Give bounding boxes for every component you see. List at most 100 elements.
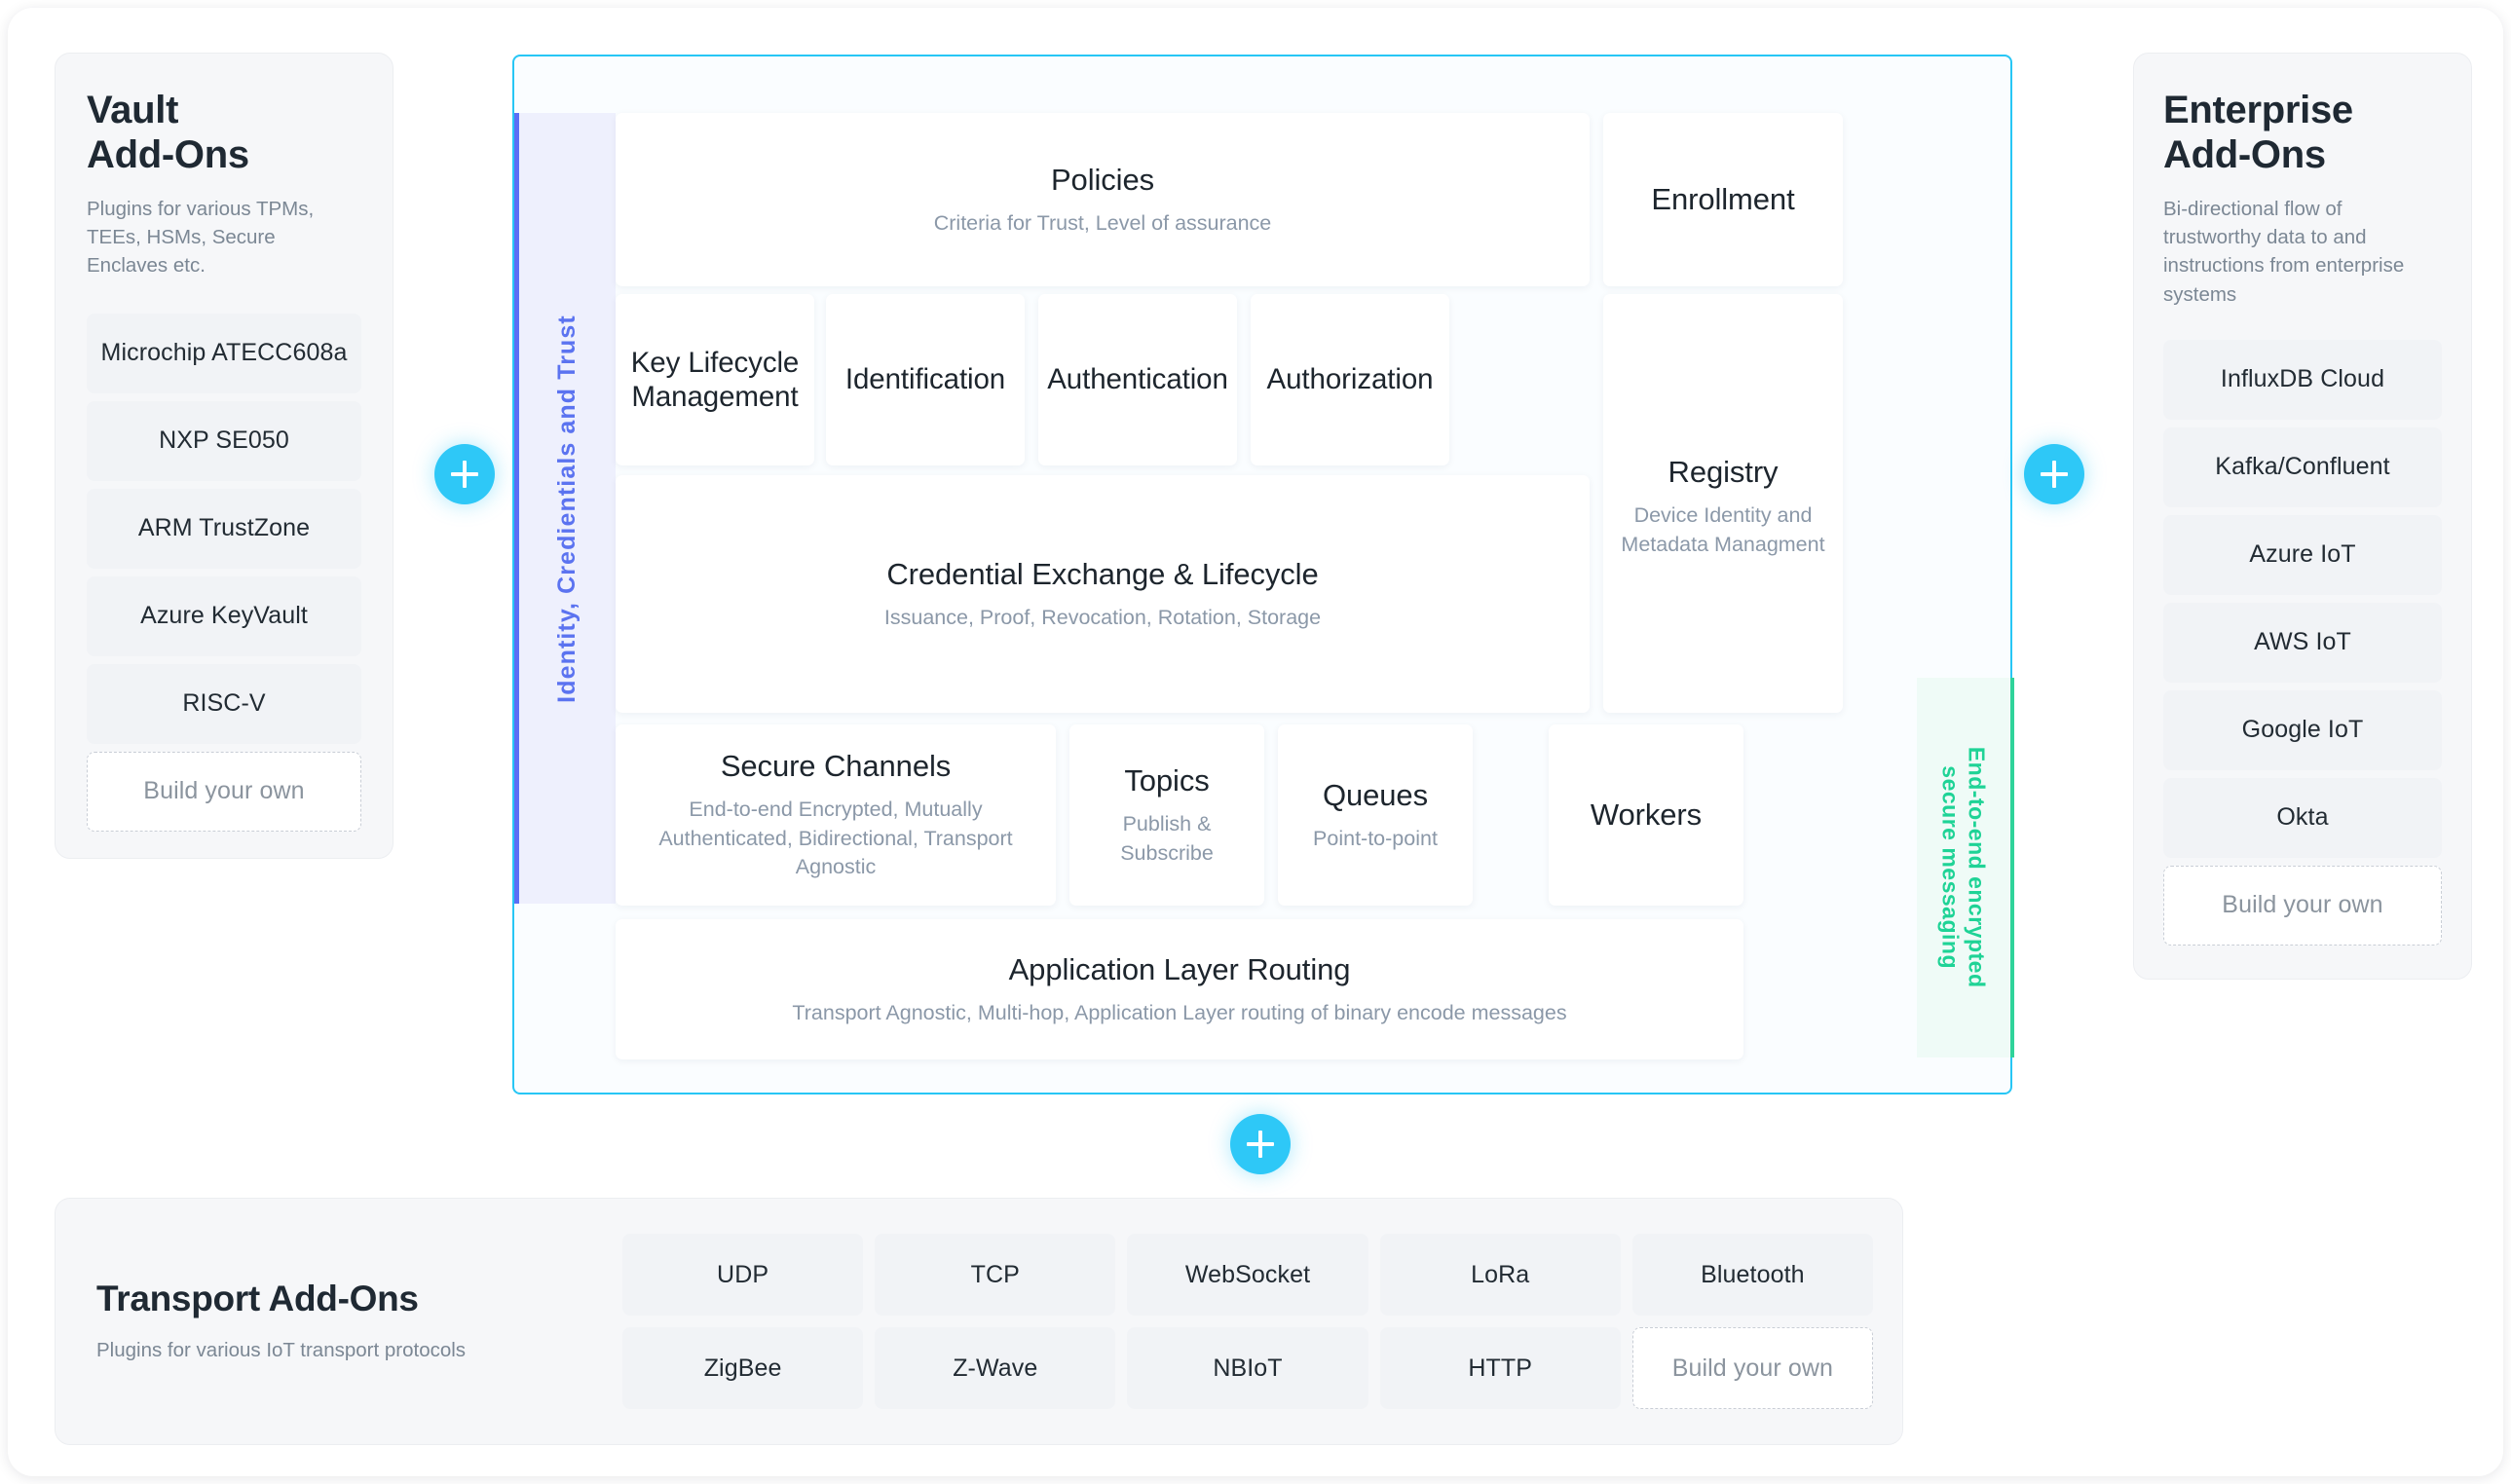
enterprise-item-label: AWS IoT <box>2254 628 2351 656</box>
transport-item-build-your-own[interactable]: Build your own <box>1631 1327 1873 1409</box>
identity-strip-label: Identity, Credientials and Trust <box>553 314 581 703</box>
transport-item-label: ZigBee <box>703 1354 782 1382</box>
card-registry-title: Registry <box>1668 455 1779 489</box>
card-secure-channels[interactable]: Secure Channels End-to-end Encrypted, Mu… <box>616 724 1056 906</box>
transport-item-label: WebSocket <box>1184 1260 1311 1288</box>
enterprise-item-label: Azure IoT <box>2249 540 2356 569</box>
vault-item-2[interactable]: ARM TrustZone <box>87 488 361 569</box>
page-frame: Vault Add-Ons Plugins for various TPMs, … <box>8 8 2503 1476</box>
card-queues[interactable]: Queues Point-to-point <box>1278 724 1473 906</box>
transport-item-7[interactable]: NBIoT <box>1127 1327 1368 1409</box>
enterprise-item-label: Okta <box>2276 803 2329 832</box>
transport-item-4[interactable]: Bluetooth <box>1631 1234 1873 1316</box>
end-to-end-encrypted-messaging-strip: End-to-end encrypted secure messaging <box>1917 678 2014 1057</box>
card-credential-exchange-lifecycle[interactable]: Credential Exchange & Lifecycle Issuance… <box>616 475 1590 713</box>
transport-item-label: HTTP <box>1468 1354 1533 1382</box>
vault-item-3[interactable]: Azure KeyVault <box>87 575 361 656</box>
card-identification-title: Identification <box>844 363 1006 396</box>
card-authorization[interactable]: Authorization <box>1251 294 1449 465</box>
card-queues-subtitle: Point-to-point <box>1313 826 1438 850</box>
card-authorization-title: Authorization <box>1266 363 1434 396</box>
transport-panel-header: Transport Add-Ons Plugins for various Io… <box>96 1279 622 1363</box>
card-secure-channels-subtitle: End-to-end Encrypted, Mutually Authentic… <box>658 798 1013 879</box>
card-credential-exchange-subtitle: Issuance, Proof, Revocation, Rotation, S… <box>883 605 1322 629</box>
card-identification[interactable]: Identification <box>826 294 1025 465</box>
transport-item-6[interactable]: Z-Wave <box>875 1327 1116 1409</box>
transport-addons-panel: Transport Add-Ons Plugins for various Io… <box>55 1198 1903 1445</box>
vault-item-label: Azure KeyVault <box>140 602 308 630</box>
enterprise-title-line2: Add-Ons <box>2163 132 2326 176</box>
enterprise-addons-panel: Enterprise Add-Ons Bi-directional flow o… <box>2133 53 2472 980</box>
plus-icon-vault-connector[interactable] <box>434 444 495 504</box>
vault-item-4[interactable]: RISC-V <box>87 663 361 744</box>
transport-item-label: Z-Wave <box>953 1354 1038 1382</box>
transport-item-label: Build your own <box>1671 1354 1834 1382</box>
e2e-strip-label-line2: secure messaging <box>1938 765 1965 970</box>
enterprise-item-0[interactable]: InfluxDB Cloud <box>2163 339 2442 420</box>
card-registry-subtitle: Device Identity and Metadata Managment <box>1621 503 1825 556</box>
enterprise-panel-title: Enterprise Add-Ons <box>2163 89 2442 177</box>
enterprise-item-label: Build your own <box>2222 891 2383 919</box>
vault-item-label: RISC-V <box>182 689 266 718</box>
card-policies-title: Policies <box>1050 162 1155 197</box>
transport-item-2[interactable]: WebSocket <box>1127 1234 1368 1316</box>
transport-item-0[interactable]: UDP <box>622 1234 864 1316</box>
enterprise-item-label: InfluxDB Cloud <box>2220 365 2385 393</box>
enterprise-item-label: Kafka/Confluent <box>2215 453 2390 481</box>
identity-credentials-trust-strip: Identity, Credientials and Trust <box>514 113 616 904</box>
e2e-strip-label-line1: End-to-end encrypted <box>1964 747 1990 988</box>
enterprise-item-3[interactable]: AWS IoT <box>2163 602 2442 683</box>
vault-item-1[interactable]: NXP SE050 <box>87 400 361 481</box>
ockam-core-panel: Identity, Credientials and Trust End-to-… <box>512 55 2014 1094</box>
transport-panel-subtitle: Plugins for various IoT transport protoc… <box>96 1338 467 1361</box>
card-authentication[interactable]: Authentication <box>1038 294 1237 465</box>
card-policies[interactable]: Policies Criteria for Trust, Level of as… <box>616 113 1590 286</box>
card-application-layer-routing[interactable]: Application Layer Routing Transport Agno… <box>616 919 1743 1059</box>
plus-icon-transport-connector[interactable] <box>1230 1114 1291 1174</box>
transport-item-3[interactable]: LoRa <box>1379 1234 1621 1316</box>
card-topics-title: Topics <box>1124 762 1210 798</box>
transport-item-label: NBIoT <box>1213 1354 1283 1382</box>
vault-item-build-your-own[interactable]: Build your own <box>87 751 361 832</box>
transport-item-label: Bluetooth <box>1701 1260 1805 1288</box>
card-queues-title: Queues <box>1323 777 1428 812</box>
card-policies-subtitle: Criteria for Trust, Level of assurance <box>933 210 1272 235</box>
card-workers[interactable]: Workers <box>1549 724 1743 906</box>
card-topics-subtitle: Publish & Subscribe <box>1120 811 1214 865</box>
vault-item-label: Microchip ATECC608a <box>100 339 348 367</box>
vault-item-label: Build your own <box>143 777 305 805</box>
transport-item-8[interactable]: HTTP <box>1379 1327 1621 1409</box>
enterprise-item-1[interactable]: Kafka/Confluent <box>2163 427 2442 507</box>
card-key-lifecycle-management-title: Key Lifecycle Management <box>630 346 800 413</box>
card-workers-title: Workers <box>1590 798 1703 833</box>
transport-item-1[interactable]: TCP <box>875 1234 1116 1316</box>
vault-addons-panel: Vault Add-Ons Plugins for various TPMs, … <box>55 53 394 859</box>
enterprise-item-label: Google IoT <box>2241 716 2364 744</box>
vault-item-label: ARM TrustZone <box>137 514 311 542</box>
enterprise-item-2[interactable]: Azure IoT <box>2163 514 2442 595</box>
e2e-strip-label: End-to-end encrypted secure messaging <box>1937 747 1990 988</box>
transport-item-label: LoRa <box>1471 1260 1530 1288</box>
card-credential-exchange-title: Credential Exchange & Lifecycle <box>886 556 1319 591</box>
vault-item-0[interactable]: Microchip ATECC608a <box>87 313 361 393</box>
card-registry[interactable]: Registry Device Identity and Metadata Ma… <box>1603 294 1843 713</box>
transport-item-label: TCP <box>970 1260 1020 1288</box>
card-key-lifecycle-management[interactable]: Key Lifecycle Management <box>616 294 814 465</box>
vault-title-line2: Add-Ons <box>87 132 249 176</box>
card-application-layer-routing-subtitle: Transport Agnostic, Multi-hop, Applicati… <box>792 1000 1567 1024</box>
card-topics[interactable]: Topics Publish & Subscribe <box>1069 724 1264 906</box>
vault-item-label: NXP SE050 <box>159 427 289 455</box>
card-enrollment[interactable]: Enrollment <box>1603 113 1843 286</box>
enterprise-item-4[interactable]: Google IoT <box>2163 689 2442 770</box>
enterprise-item-5[interactable]: Okta <box>2163 777 2442 858</box>
transport-item-label: UDP <box>717 1260 769 1288</box>
plus-icon-enterprise-connector[interactable] <box>2024 444 2084 504</box>
enterprise-panel-subtitle: Bi-directional flow of trustworthy data … <box>2163 198 2405 306</box>
vault-panel-title: Vault Add-Ons <box>87 89 361 177</box>
enterprise-title-line1: Enterprise <box>2163 89 2353 131</box>
enterprise-item-build-your-own[interactable]: Build your own <box>2163 865 2442 946</box>
transport-panel-title: Transport Add-Ons <box>96 1279 419 1319</box>
transport-item-5[interactable]: ZigBee <box>622 1327 864 1409</box>
